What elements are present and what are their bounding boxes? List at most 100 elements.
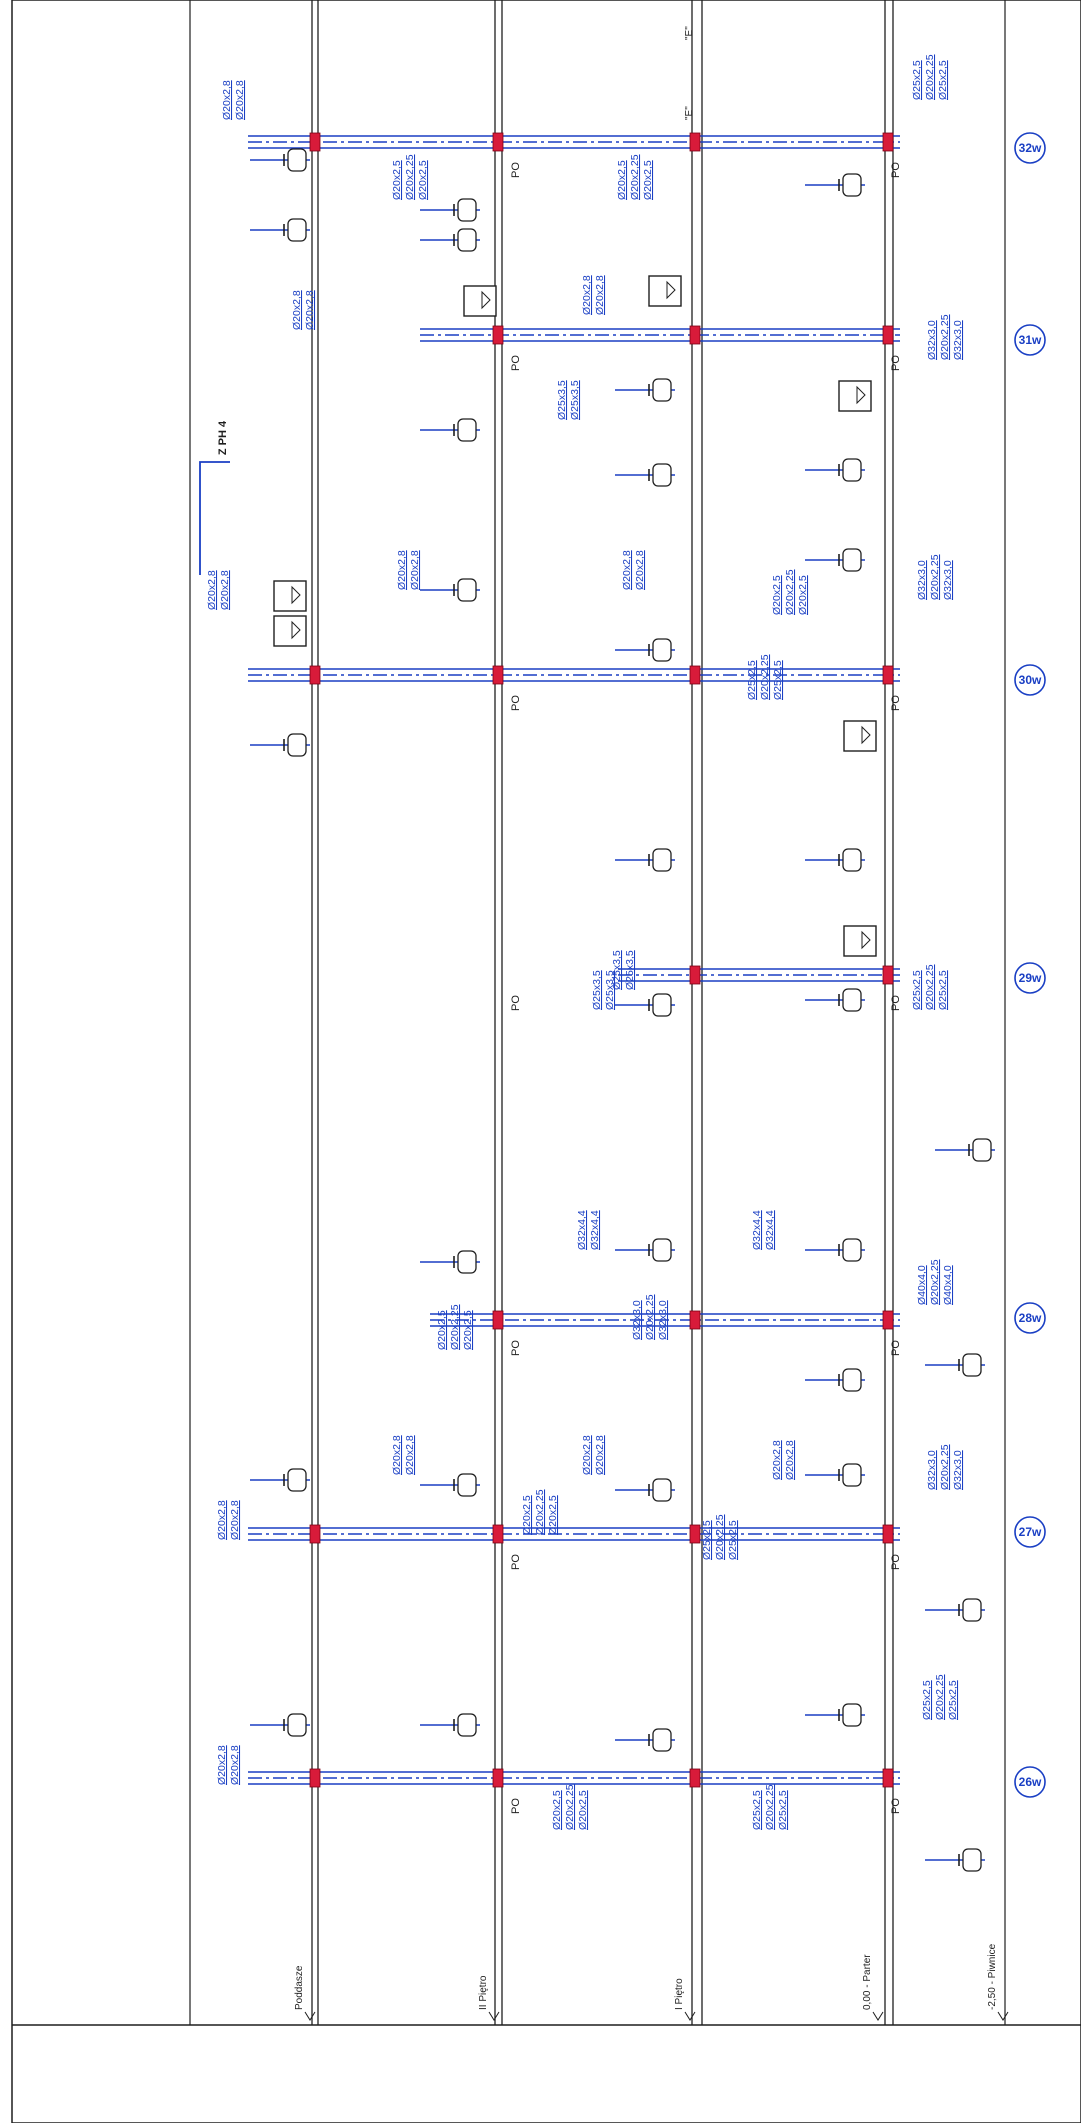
pipe-size-label: Ø20x2,5 <box>616 160 628 200</box>
valve-icon <box>882 965 894 985</box>
pipe-size-label: Ø32x4,4 <box>764 1210 776 1250</box>
pipe-size-label: Ø20x2,8 <box>771 1440 783 1480</box>
pipe-size-label: Ø25x2,5 <box>921 1680 933 1720</box>
pipe-size-label: Ø25x3,5 <box>624 950 636 990</box>
water-heater-icon <box>838 380 872 412</box>
pipe-size-label: Ø32x4,4 <box>751 1210 763 1250</box>
valve-icon <box>689 665 701 685</box>
washbasin-icon <box>457 228 477 252</box>
pipe-size-label: Ø32x4,4 <box>589 1210 601 1250</box>
pipe-size-label: Ø20x2,25 <box>564 1784 576 1830</box>
pipe-size-label: Ø20x2,8 <box>229 1745 241 1785</box>
washbasin-icon <box>962 1598 982 1622</box>
pipe-size-label: Ø25x2,5 <box>772 660 784 700</box>
pipe-size-label: Ø20x2,5 <box>797 575 809 615</box>
washbasin-icon <box>842 1368 862 1392</box>
valve-icon <box>492 1310 504 1330</box>
washbasin-icon <box>842 548 862 572</box>
washbasin-icon <box>457 1250 477 1274</box>
pipe-size-label: Ø20x2,5 <box>771 575 783 615</box>
valve-icon <box>882 132 894 152</box>
pipe-size-label: Ø20x2,8 <box>304 290 316 330</box>
valve-marker-26w: PO <box>510 1798 522 1814</box>
riser-tag-circle <box>1014 324 1046 356</box>
riser-tag-circle <box>1014 1766 1046 1798</box>
pipe-size-label: Ø32x3,0 <box>916 560 928 600</box>
riser-tag-circle <box>1014 962 1046 994</box>
level-arrow-icon <box>488 2011 500 2021</box>
valve-icon <box>882 1524 894 1544</box>
pipe-size-label: Ø32x3,0 <box>926 320 938 360</box>
pipe-size-label: Ø25x2,5 <box>777 1790 789 1830</box>
riser-tag-31w: 31w <box>1019 333 1042 347</box>
pipe-size-label: Ø20x2,8 <box>594 1435 606 1475</box>
zph-annotation: Z PH 4 <box>199 420 230 575</box>
water-heater-icon <box>843 925 877 957</box>
washbasin-icon <box>972 1138 992 1162</box>
riser-tag-circle <box>1014 664 1046 696</box>
pipe-size-label: Ø20x2,25 <box>449 1304 461 1350</box>
pipe-size-label: Ø20x2,8 <box>234 80 246 120</box>
pipe-size-label: Ø20x2,5 <box>551 1790 563 1830</box>
pipe-size-label: Ø32x4,4 <box>576 1210 588 1250</box>
pipe-size-label: Ø20x2,5 <box>577 1790 589 1830</box>
riser-tag-circle <box>1014 1516 1046 1548</box>
valve-icon <box>309 1524 321 1544</box>
valve-icon <box>689 1524 701 1544</box>
valve-icon <box>882 325 894 345</box>
washbasin-icon <box>652 378 672 402</box>
washbasin-icon <box>962 1848 982 1872</box>
pipe-size-label: Ø20x2,25 <box>404 154 416 200</box>
valve-marker-27w: PO <box>510 1554 522 1570</box>
washbasin-icon <box>287 218 307 242</box>
pipe-size-label: Ø25x2,5 <box>727 1520 739 1560</box>
washbasin-icon <box>652 1238 672 1262</box>
section-mark-upper: "E" <box>684 26 695 40</box>
level-arrow-icon <box>872 2011 884 2021</box>
washbasin-icon <box>652 638 672 662</box>
pipe-size-label: Ø25x3,5 <box>604 970 616 1010</box>
pipe-size-label: Ø20x2,25 <box>764 1784 776 1830</box>
pipe-size-label: Ø25x2,5 <box>937 970 949 1010</box>
washbasin-icon <box>457 198 477 222</box>
pipe-size-label: Ø20x2,25 <box>534 1489 546 1535</box>
washbasin-icon <box>287 1468 307 1492</box>
washbasin-icon <box>842 173 862 197</box>
washbasin-icon <box>842 1463 862 1487</box>
valve-icon <box>492 1768 504 1788</box>
washbasin-icon <box>652 463 672 487</box>
valve-icon <box>492 132 504 152</box>
pipe-size-label: Ø20x2,8 <box>409 550 421 590</box>
section-mark-lower: "E" <box>684 106 695 120</box>
pipe-size-label: Ø20x2,8 <box>219 570 231 610</box>
pipe-size-label: Ø25x3,5 <box>556 380 568 420</box>
pipe-size-label: Ø20x2,8 <box>221 80 233 120</box>
washbasin-icon <box>842 848 862 872</box>
washbasin-icon <box>842 1703 862 1727</box>
pipe-size-label: Ø25x3,5 <box>611 950 623 990</box>
pipe-size-label: Ø25x2,5 <box>911 970 923 1010</box>
washbasin-icon <box>652 848 672 872</box>
pipe-size-label: Ø20x2,8 <box>594 275 606 315</box>
pipe-size-label: Ø20x2,8 <box>581 1435 593 1475</box>
riser-tag-29w: 29w <box>1019 971 1042 985</box>
pipe-size-label: Ø20x2,5 <box>521 1495 533 1535</box>
pipe-size-label: Ø25x3,5 <box>569 380 581 420</box>
level-label-i-pietro: I Piętro <box>674 1978 685 2010</box>
water-heater-icon <box>648 275 682 307</box>
valve-icon <box>689 325 701 345</box>
level-arrow-icon <box>304 2011 316 2021</box>
valve-icon <box>689 132 701 152</box>
water-heater-symbol-icon <box>481 290 491 310</box>
washbasin-icon <box>842 458 862 482</box>
pipe-size-label: Ø20x2,25 <box>929 554 941 600</box>
pipe-size-label: Ø20x2,25 <box>939 1444 951 1490</box>
pipe-size-label: Ø25x2,5 <box>746 660 758 700</box>
water-heater-icon <box>273 580 307 612</box>
water-heater-icon <box>273 615 307 647</box>
washbasin-icon <box>652 1478 672 1502</box>
valve-icon <box>492 1524 504 1544</box>
pipe-size-label: Ø20x2,25 <box>784 569 796 615</box>
